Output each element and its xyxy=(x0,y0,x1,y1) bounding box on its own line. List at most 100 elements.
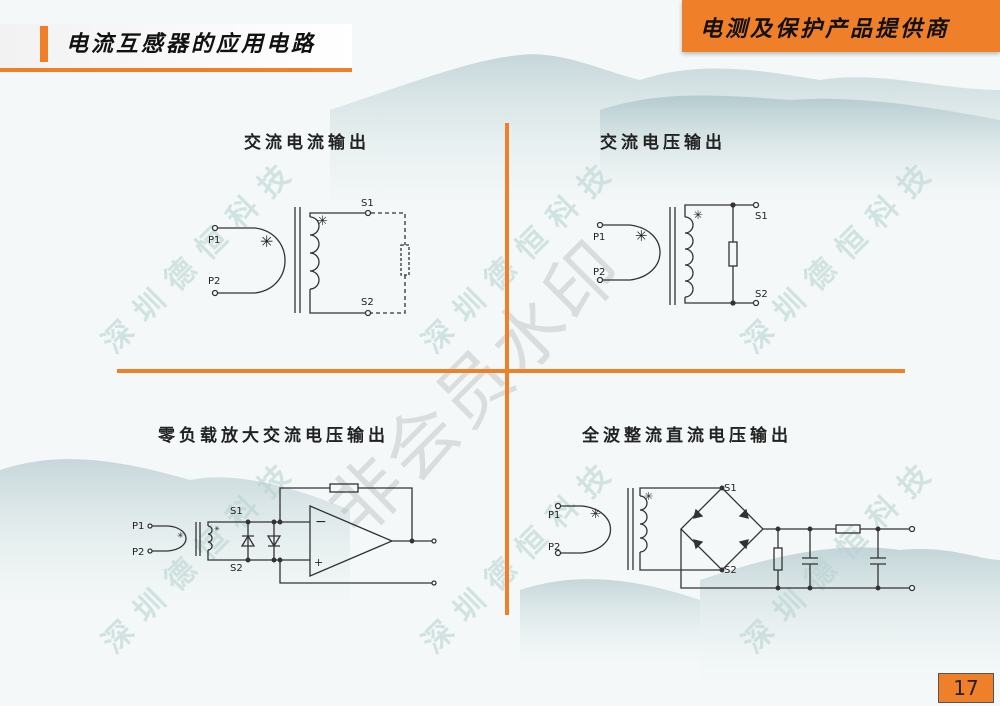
circuit-full-wave-rectifier: P1 P2 ✳ ✳ S1 S2 xyxy=(548,483,916,592)
label-p2: P2 xyxy=(132,547,144,558)
secondary-leads xyxy=(684,204,753,304)
dashed-load-leads xyxy=(371,212,406,314)
page-title: 电流互感器的应用电路 xyxy=(66,31,317,57)
feedback-path xyxy=(279,487,413,541)
junction-dot xyxy=(807,585,813,591)
title-accent xyxy=(40,26,48,62)
label-s2: S2 xyxy=(755,289,768,300)
banner xyxy=(682,0,1000,52)
label-s1: S1 xyxy=(755,211,768,222)
diode xyxy=(266,522,282,560)
junction-dot xyxy=(807,526,813,532)
junction-dot xyxy=(409,538,415,544)
junction-dot xyxy=(875,526,881,532)
circuit-ac-current-output: P1 P2 ✳ ✳ S1 S2 xyxy=(208,198,410,317)
terminal-s2 xyxy=(752,299,760,307)
output-terminal xyxy=(431,538,437,544)
junction-dot xyxy=(719,567,725,573)
label-p1: P1 xyxy=(593,232,605,243)
terminal-p2 xyxy=(147,548,153,554)
terminal-p2 xyxy=(211,289,219,297)
junction-dot xyxy=(277,519,283,525)
polarity-mark: ✳ xyxy=(644,490,653,503)
polarity-mark: ✳ xyxy=(590,507,601,522)
diode xyxy=(240,522,256,560)
secondary-winding xyxy=(207,525,213,551)
negative-rail xyxy=(680,529,910,589)
secondary-winding xyxy=(684,216,694,298)
terminal-p1 xyxy=(211,224,219,232)
horizontal-divider xyxy=(117,369,905,373)
load-resistor xyxy=(728,241,738,267)
terminal-s2 xyxy=(364,309,372,317)
output-terminal-positive xyxy=(908,525,916,533)
ground-lead xyxy=(279,560,432,584)
shunt-resistor xyxy=(773,547,783,571)
junction-dot xyxy=(277,557,283,563)
junction-dot xyxy=(271,519,277,525)
circuit-ac-voltage-output: P1 P2 ✳ ✳ S1 S2 xyxy=(593,201,768,307)
primary-conductor xyxy=(602,224,661,281)
secondary-winding xyxy=(639,495,648,553)
secondary-leads xyxy=(207,521,310,561)
page-number: 17 xyxy=(938,673,994,703)
label-p1: P1 xyxy=(548,510,560,521)
circuit-zero-load-amplifier: P1 P2 ✳ ✳ S1 S2 − + xyxy=(132,483,437,586)
terminal-s1 xyxy=(752,201,760,209)
label-s1: S1 xyxy=(361,198,374,209)
label-s1: S1 xyxy=(230,506,243,517)
terminal-p2 xyxy=(596,276,604,284)
terminal-p1 xyxy=(554,502,562,510)
secondary-winding xyxy=(309,216,320,290)
polarity-mark: ✳ xyxy=(635,227,648,245)
polarity-mark: ✳ xyxy=(214,525,220,533)
series-resistor xyxy=(835,524,861,534)
junction-dot xyxy=(875,585,881,591)
junction-dot xyxy=(775,526,781,532)
junction-dot xyxy=(245,557,251,563)
op-amp-plus: + xyxy=(314,556,323,569)
label-p1: P1 xyxy=(132,521,144,532)
label-s2: S2 xyxy=(361,297,374,308)
junction-dot xyxy=(719,485,725,491)
polarity-mark: ✳ xyxy=(260,232,273,251)
label-p2: P2 xyxy=(208,276,220,287)
ground-terminal xyxy=(431,580,437,586)
junction-dot xyxy=(271,557,277,563)
feedback-resistor xyxy=(329,483,359,493)
bridge-diodes xyxy=(693,508,749,550)
quadrant-title-ac-current: 交流电流输出 xyxy=(244,133,370,153)
primary-conductor xyxy=(560,505,611,554)
op-amp-minus: − xyxy=(315,514,327,530)
quadrant-title-zero-load-amp: 零负载放大交流电压输出 xyxy=(158,426,389,446)
title-bar xyxy=(0,24,352,72)
junction-dot xyxy=(245,519,251,525)
label-s1: S1 xyxy=(724,483,737,494)
polarity-mark: ✳ xyxy=(317,214,328,229)
quadrant-title-ac-voltage: 交流电压输出 xyxy=(600,133,726,153)
primary-conductor xyxy=(152,525,187,552)
secondary-leads xyxy=(639,487,722,571)
terminal-p1 xyxy=(596,221,604,229)
dashed-load-resistor xyxy=(400,244,410,276)
secondary-leads xyxy=(309,212,365,314)
label-s2: S2 xyxy=(230,563,243,574)
terminal-s1 xyxy=(364,209,372,217)
label-p2: P2 xyxy=(593,267,605,278)
filter-capacitor xyxy=(802,529,818,588)
label-p1: P1 xyxy=(208,235,220,246)
label-s2: S2 xyxy=(724,565,737,576)
terminal-p1 xyxy=(147,523,153,529)
junction-dot xyxy=(730,300,736,306)
banner-text: 电测及保护产品提供商 xyxy=(700,16,951,42)
quadrant-title-full-wave-rectifier: 全波整流直流电压输出 xyxy=(582,426,792,446)
bridge-rectifier xyxy=(680,487,764,571)
label-p2: P2 xyxy=(548,542,560,553)
polarity-mark: ✳ xyxy=(177,531,184,540)
output-terminal-negative xyxy=(908,584,916,592)
filter-capacitor xyxy=(870,529,886,588)
polarity-mark: ✳ xyxy=(693,208,703,222)
op-amp xyxy=(309,505,394,577)
primary-conductor xyxy=(217,227,286,294)
